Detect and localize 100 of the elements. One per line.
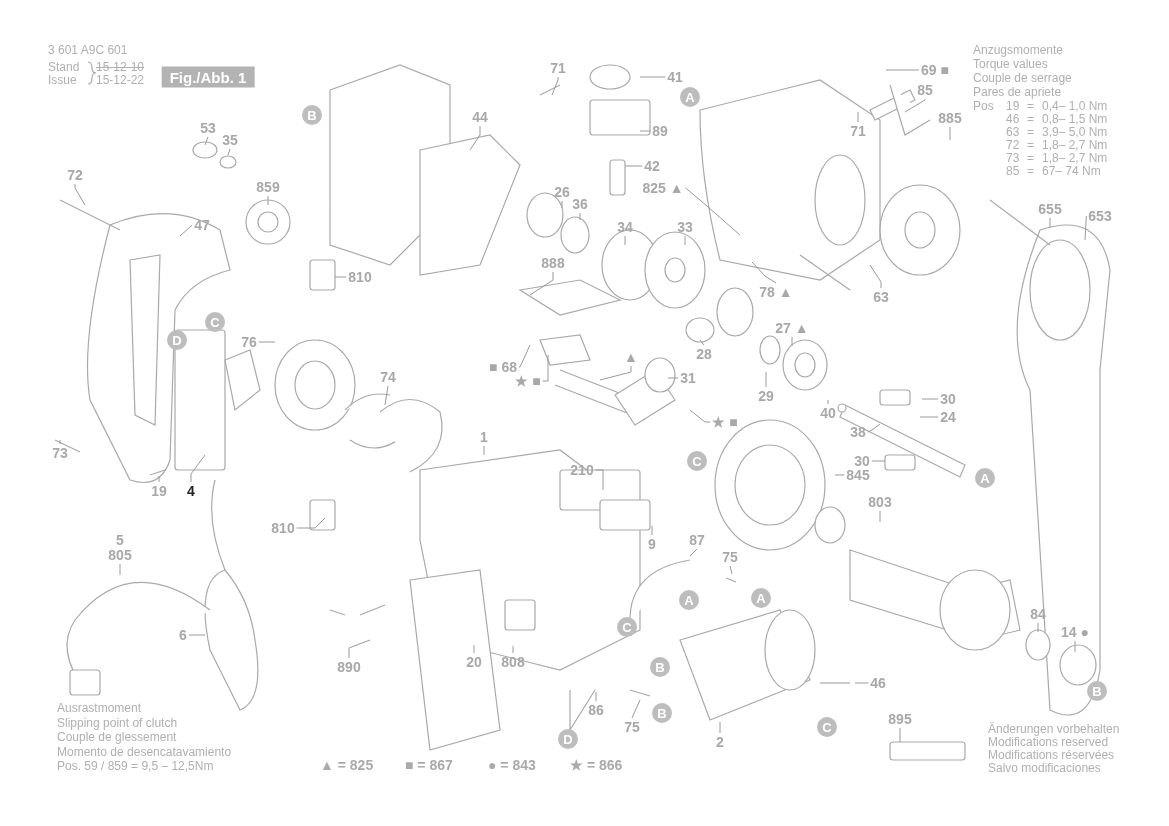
torque-table-cell: 85	[1006, 165, 1020, 177]
leader-line	[871, 460, 886, 462]
leader-line	[179, 224, 193, 237]
callout-number: 885	[938, 111, 962, 125]
callout-number: 888	[541, 256, 565, 270]
leader-line	[518, 344, 531, 368]
leader-line	[791, 336, 793, 347]
callout-number: ■ 68	[489, 360, 517, 374]
callout-number: 53	[200, 121, 216, 135]
symbol-key: ★ = 866	[570, 758, 623, 772]
callout-number: 85	[917, 83, 933, 97]
callout-number: 1	[480, 430, 488, 444]
figure-badge: Fig./Abb. 1	[161, 66, 255, 88]
torque-table-cell: =	[1027, 139, 1034, 151]
callout-number: 2	[716, 735, 724, 749]
leader-line	[834, 474, 845, 476]
leader-line	[158, 475, 160, 483]
torque-table-cell: 3,9– 5,0 Nm	[1042, 126, 1108, 138]
callout-number: 845	[846, 468, 870, 482]
callout-number: 9	[648, 537, 656, 551]
leader-line	[595, 469, 604, 491]
callout-number: 46	[870, 676, 886, 690]
callout-number: 20	[466, 655, 482, 669]
leader-line	[699, 339, 705, 346]
torque-table-cell: =	[1027, 113, 1034, 125]
callout-number: 89	[652, 124, 668, 138]
drawing-info-text: 15-12-10	[96, 61, 145, 73]
callout-number: 26	[554, 185, 570, 199]
callout-number: 655	[1038, 202, 1062, 216]
note-text: Modifications réservées	[988, 749, 1115, 761]
leader-line	[190, 454, 206, 483]
callout-number: 36	[572, 197, 588, 211]
leader-line	[258, 341, 276, 343]
callout-number: ▲	[624, 350, 638, 364]
callout-number: 28	[696, 347, 712, 361]
callout-number: 74	[380, 370, 396, 384]
connection-marker: B	[302, 105, 322, 125]
connection-marker: C	[687, 451, 707, 471]
torque-table-cell: Pos	[973, 100, 994, 112]
callout-number: 30	[940, 392, 956, 406]
callout-number: 47	[194, 218, 210, 232]
callout-number: 35	[222, 133, 238, 147]
callout-number: 859	[256, 180, 280, 194]
connection-marker: A	[679, 590, 699, 610]
drawing-info-text: 3 601 A9C 601	[48, 44, 128, 56]
callout-number: 4	[187, 484, 195, 498]
callout-number: 78 ▲	[759, 285, 793, 299]
leader-line	[579, 212, 581, 221]
connection-marker: C	[817, 717, 837, 737]
drawing-info-text: Issue	[48, 74, 77, 86]
note-text: Couple de serrage	[973, 72, 1072, 84]
leader-line	[729, 565, 733, 575]
callout-number: 42	[644, 159, 660, 173]
leader-line	[1074, 640, 1076, 653]
note-text: Ausrastmoment	[57, 702, 142, 714]
leader-line	[639, 76, 666, 78]
callout-number: 24	[940, 410, 956, 424]
leader-line	[867, 423, 881, 433]
torque-table-cell: 63	[1006, 126, 1020, 138]
torque-table-cell: 46	[1006, 113, 1020, 125]
torque-table-cell: =	[1027, 100, 1034, 112]
connection-marker: B	[650, 657, 670, 677]
callout-number: 73	[52, 446, 68, 460]
leader-line	[296, 517, 326, 529]
torque-table-cell: 0,8– 1,5 Nm	[1042, 113, 1108, 125]
leader-line	[689, 548, 698, 557]
leader-line	[599, 365, 632, 381]
note-text: Momento de desencatavamiento	[57, 745, 232, 758]
leader-line	[684, 235, 686, 246]
leader-line	[267, 195, 269, 206]
leader-line	[869, 264, 882, 289]
callout-number: 41	[667, 70, 683, 84]
leader-line	[885, 69, 920, 71]
leader-line	[854, 682, 869, 684]
callout-number: 19	[151, 484, 167, 498]
callout-number: 44	[472, 110, 488, 124]
leader-line	[204, 136, 209, 146]
leader-line	[651, 525, 653, 536]
callout-number: 87	[689, 533, 705, 547]
callout-number: 5	[116, 533, 124, 547]
leader-line	[949, 126, 951, 141]
leader-line	[561, 200, 563, 209]
callout-number: 805	[108, 548, 132, 562]
callout-number: 76	[241, 335, 257, 349]
leader-line	[879, 510, 881, 523]
torque-table-cell: 67– 74 Nm	[1042, 165, 1101, 177]
callout-number: 72	[67, 168, 83, 182]
leader-line	[921, 398, 939, 400]
leader-line	[639, 130, 651, 132]
leader-line	[857, 111, 859, 123]
note-text: Torque values	[973, 58, 1048, 70]
leader-line	[1049, 217, 1051, 229]
connection-marker: D	[558, 729, 578, 749]
leader-line	[59, 439, 61, 445]
leader-line	[719, 721, 721, 734]
drawing-info-text: Stand	[48, 61, 80, 73]
leader-line	[827, 399, 829, 405]
callout-number: 14 ●	[1061, 625, 1089, 639]
leader-line	[624, 235, 626, 246]
leader-line	[751, 261, 777, 284]
